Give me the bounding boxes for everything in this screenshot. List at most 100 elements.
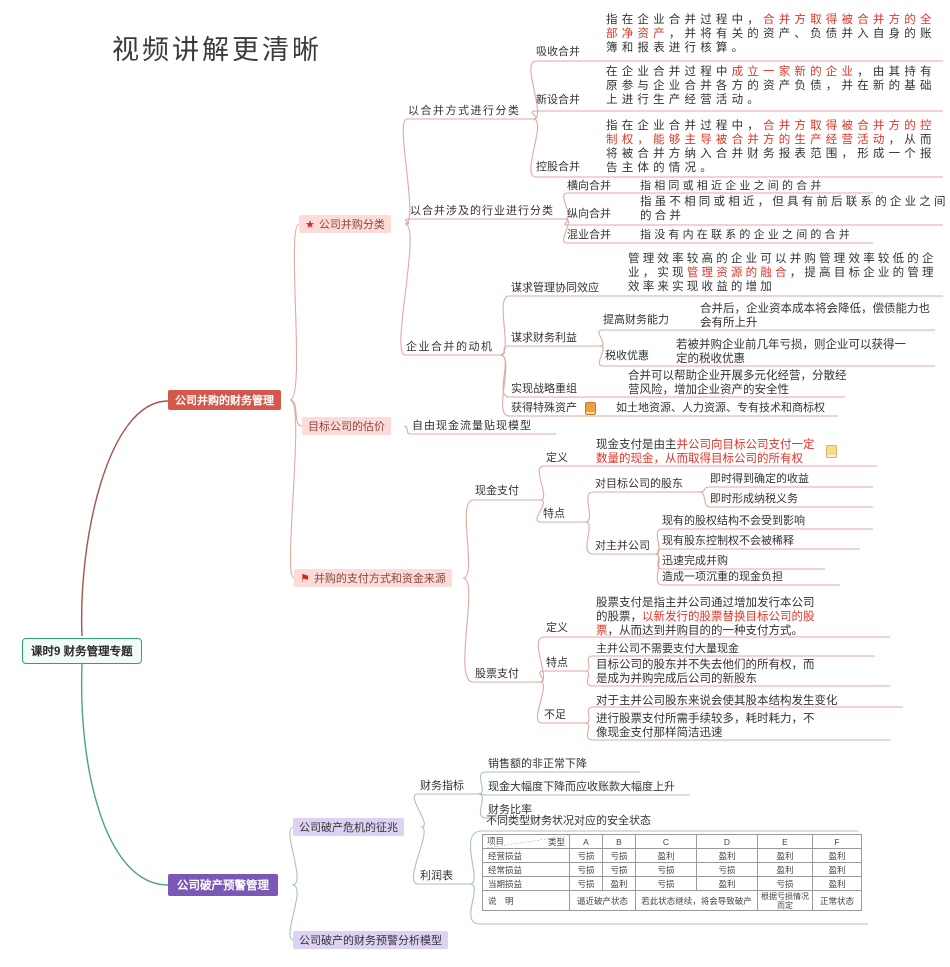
stock-def-black1: 股票支付是指主并公司通过增加发行本公司的股票， <box>596 597 815 623</box>
node-cash-payment[interactable]: 现金支付 <box>475 485 519 497</box>
list-item[interactable]: 主并公司不需要支付大量现金 <box>596 643 739 655</box>
node-financial-ability[interactable]: 提高财务能力 <box>603 314 669 326</box>
cell: 盈利 <box>812 848 862 863</box>
table-row: 当期损益 亏损 盈利 亏损 盈利 亏损 盈利 <box>482 876 862 891</box>
cell: 盈利 <box>812 876 862 891</box>
node-horizontal-merger[interactable]: 横向合并 <box>567 180 611 192</box>
holding-desc-black2: ，从而将被合并方纳入合并财务报表范围，形成一个报告主体的情况。 <box>606 134 936 174</box>
list-item[interactable]: 即时得到确定的收益 <box>710 473 809 485</box>
cell: 亏损 <box>602 862 636 877</box>
table-row: 经营损益 亏损 亏损 盈利 盈利 盈利 盈利 <box>482 848 862 863</box>
corner-item-label: 项目 <box>487 836 505 846</box>
stock-def-red: 以新发行的股票替换目标公司的股票 <box>596 611 815 637</box>
node-absorb-merger[interactable]: 吸收合并 <box>536 46 580 58</box>
node-horizontal-merger-desc[interactable]: 指相同或相近企业之间的合并 <box>640 180 825 192</box>
root-topic[interactable]: 课时9 财务管理专题 <box>22 638 142 664</box>
node-ma-classification[interactable]: ★ 公司并购分类 <box>299 215 391 233</box>
synergy-desc-black1: 管理效率较高的企业可以并购管理效率较低的企业，实现 <box>628 253 937 279</box>
node-cash-def[interactable]: 定义 <box>546 452 568 464</box>
absorb-desc-red: 合并方取得被合并方的全部净资产 <box>606 14 936 40</box>
node-cash-def-desc[interactable]: 现金支付是由主并公司向目标公司支付一定数量的现金，从而取得目标公司的所有权 <box>596 438 824 466</box>
node-target-valuation[interactable]: 目标公司的估价 <box>302 417 391 435</box>
node-tax-benefit-desc[interactable]: 若被并购企业前几年亏损，则企业可以获得一定的税收优惠 <box>676 339 906 365</box>
list-item[interactable]: 现有股东控制权不会被稀释 <box>662 535 794 547</box>
corner-type-label: 类型 <box>547 837 565 847</box>
synergy-desc-black2: ，提高目标企业的管理效率来实现收益的增加 <box>628 267 937 293</box>
absorb-desc-black1: 指在企业合并过程中， <box>606 14 763 26</box>
node-vertical-merger[interactable]: 纵向合并 <box>567 208 611 220</box>
cell: 盈利 <box>696 848 758 863</box>
list-item[interactable]: 进行股票支付所需手续较多，耗时耗力，不像现金支付那样简洁迅速 <box>596 713 815 739</box>
node-synergy[interactable]: 谋求管理协同效应 <box>511 282 599 294</box>
list-item[interactable]: 即时形成纳税义务 <box>710 493 798 505</box>
node-bankruptcy-signs[interactable]: 公司破产危机的征兆 <box>293 818 404 836</box>
note-icon[interactable] <box>585 402 596 415</box>
note-icon[interactable] <box>826 445 837 458</box>
node-special-asset-desc[interactable]: 如土地资源、人力资源、专有技术和商标权 <box>616 402 825 414</box>
list-item[interactable]: 财务比率 <box>488 804 532 816</box>
root-to-ma-line <box>80 400 169 637</box>
node-income-statement[interactable]: 利润表 <box>420 870 453 882</box>
cell: 亏损 <box>569 876 603 891</box>
node-dcf-model[interactable]: 自由现金流量贴现模型 <box>412 420 532 432</box>
node-strategy-restructure-desc[interactable]: 合并可以帮助企业开展多元化经营，分散经营风险，增加企业资产的安全性 <box>628 370 847 396</box>
col-header: B <box>602 834 636 849</box>
list-item[interactable]: 现金大幅度下降而应收账款大幅度上升 <box>488 781 675 793</box>
holding-desc-red: 合并方取得被合并方的控制权，能够主导被合并方的生产经营活动 <box>606 120 936 146</box>
node-safety-status-note[interactable]: 不同类型财务状况对应的安全状态 <box>486 815 651 827</box>
branch-ma[interactable]: 公司并购的财务管理 <box>168 390 281 410</box>
bankruptcy-branch-lines <box>289 771 868 941</box>
cell: 亏损 <box>602 848 636 863</box>
root-to-bankruptcy-line <box>80 663 169 886</box>
node-stock-def-desc[interactable]: 股票支付是指主并公司通过增加发行本公司的股票，以新发行的股票替换目标公司的股票，… <box>596 596 824 638</box>
node-tax-benefit[interactable]: 税收优惠 <box>605 350 649 362</box>
income-statement-table[interactable]: 类型 项目 A B C D E F 经营损益 亏损 亏损 盈利 盈利 盈利 盈利… <box>482 834 862 911</box>
row-label: 经营损益 <box>482 848 570 863</box>
node-holding-merger[interactable]: 控股合并 <box>536 161 580 173</box>
node-acquirer[interactable]: 对主并公司 <box>595 540 650 552</box>
list-item[interactable]: 迅速完成并购 <box>662 555 728 567</box>
node-synergy-desc[interactable]: 管理效率较高的企业可以并购管理效率较低的企业，实现管理资源的融合，提高目标企业的… <box>628 252 950 294</box>
list-item[interactable]: 现有的股权结构不会受到影响 <box>662 515 805 527</box>
node-target-shareholders[interactable]: 对目标公司的股东 <box>595 478 683 490</box>
list-item[interactable]: 目标公司的股东并不失去他们的所有权，而是成为并购完成后公司的新股东 <box>596 659 815 685</box>
cell: 亏损 <box>569 848 603 863</box>
cell: 亏损 <box>569 862 603 877</box>
node-stock-payment[interactable]: 股票支付 <box>475 668 519 680</box>
node-holding-merger-desc[interactable]: 指在企业合并过程中，合并方取得被合并方的控制权，能够主导被合并方的生产经营活动，… <box>606 119 946 175</box>
branch-bankruptcy[interactable]: 公司破产预警管理 <box>168 874 278 896</box>
node-newco-merger[interactable]: 新设合并 <box>536 94 580 106</box>
node-stock-features[interactable]: 特点 <box>546 657 568 669</box>
node-financial-indicators[interactable]: 财务指标 <box>420 780 464 792</box>
node-bankruptcy-model[interactable]: 公司破产的财务预警分析模型 <box>293 931 448 949</box>
row-label: 说 明 <box>482 890 570 911</box>
target-valuation-label: 目标公司的估价 <box>308 421 385 433</box>
node-special-asset[interactable]: 获得特殊资产 <box>511 402 577 414</box>
node-payment-methods[interactable]: ⚑ 并购的支付方式和资金来源 <box>294 569 452 587</box>
list-item[interactable]: 对于主并公司股东来说会使其股本结构发生变化 <box>596 695 838 707</box>
node-vertical-merger-desc[interactable]: 指虽不相同或相近，但具有前后联系的企业之间的合并 <box>640 196 949 222</box>
cell: 亏损 <box>635 876 697 891</box>
node-mixed-merger-desc[interactable]: 指没有内在联系的企业之间的合并 <box>640 229 853 241</box>
node-by-method[interactable]: 以合并方式进行分类 <box>408 105 521 117</box>
synergy-desc-red: 管理资源的融合 <box>686 267 790 279</box>
node-stock-weakness[interactable]: 不足 <box>544 709 566 721</box>
col-header: F <box>812 834 862 849</box>
cell: 逼近破产状态 <box>569 890 636 911</box>
node-newco-merger-desc[interactable]: 在企业合并过程中成立一家新的企业，由其持有原参与企业合并各方的资产负债，并在新的… <box>606 65 946 107</box>
node-merger-motive[interactable]: 企业合并的动机 <box>406 341 494 353</box>
col-header: C <box>635 834 697 849</box>
node-by-industry[interactable]: 以合并涉及的行业进行分类 <box>410 205 554 217</box>
list-item[interactable]: 销售额的非正常下降 <box>488 758 587 770</box>
list-item[interactable]: 造成一项沉重的现金负担 <box>662 571 783 583</box>
node-cash-features[interactable]: 特点 <box>543 508 565 520</box>
cell: 盈利 <box>812 862 862 877</box>
node-financial-ability-desc[interactable]: 合并后，企业资本成本将会降低，偿债能力也会有所上升 <box>700 303 930 329</box>
stock-def-black2: ，从而达到并购目的的一种支付方式。 <box>607 625 804 637</box>
node-absorb-merger-desc[interactable]: 指在企业合并过程中，合并方取得被合并方的全部净资产，并将有关的资产、负债并入自身… <box>606 13 946 55</box>
node-mixed-merger[interactable]: 混业合并 <box>567 229 611 241</box>
node-financial-benefit[interactable]: 谋求财务利益 <box>511 332 577 344</box>
node-stock-def[interactable]: 定义 <box>546 622 568 634</box>
cell: 根据亏损情况而定 <box>757 890 813 911</box>
node-strategy-restructure[interactable]: 实现战略重组 <box>511 383 577 395</box>
